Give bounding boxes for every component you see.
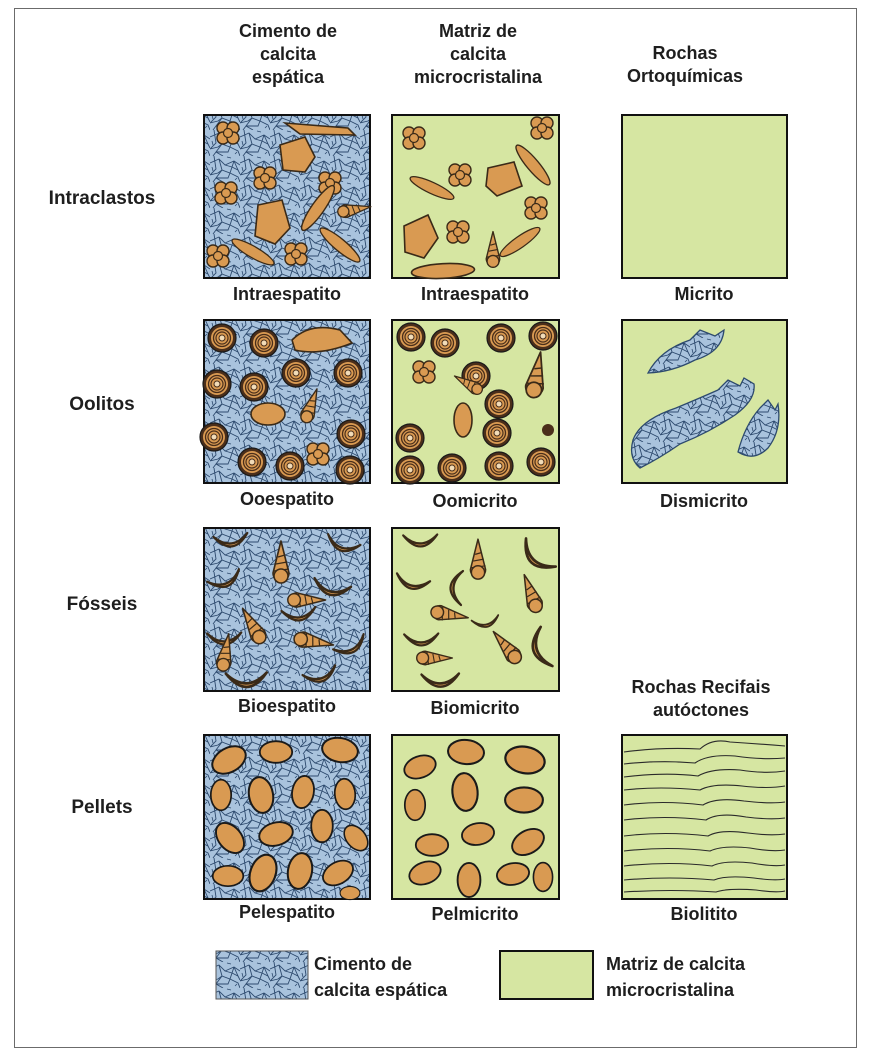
panel-ooespatito (200, 320, 370, 484)
panel-biolitito (622, 735, 787, 899)
panel-oomicrito (392, 320, 559, 484)
caption-intraespatito-micrite: Intraespatito (375, 284, 575, 305)
caption-oomicrito: Oomicrito (375, 491, 575, 512)
caption-biomicrito: Biomicrito (375, 698, 575, 719)
caption-dismicrito: Dismicrito (604, 491, 804, 512)
panel-dismicrito (622, 320, 787, 483)
caption-pelmicrito: Pelmicrito (375, 904, 575, 925)
caption-micrito: Micrito (604, 284, 804, 305)
legend-micrite-swatch (500, 951, 593, 999)
header-reef-rocks: Rochas Recifais autóctones (606, 676, 796, 722)
caption-pelespatito: Pelespatito (187, 902, 387, 923)
panel-micrito (622, 115, 787, 278)
panel-intraespatito-micrite (392, 115, 559, 280)
panel-intraespatito (204, 115, 372, 278)
caption-biolitito: Biolitito (604, 904, 804, 925)
panel-pelmicrito (392, 735, 559, 899)
panel-pelespatito (204, 735, 373, 900)
legend-micrite-label: Matriz de calcita microcristalina (606, 951, 806, 1003)
caption-intraespatito: Intraespatito (187, 284, 387, 305)
legend-sparite-swatch (216, 951, 308, 999)
legend-sparite-label: Cimento de calcita espática (314, 951, 484, 1003)
panel-biomicrito (392, 528, 559, 691)
caption-ooespatito: Ooespatito (187, 489, 387, 510)
panel-bioespatito (204, 528, 370, 691)
caption-bioespatito: Bioespatito (187, 696, 387, 717)
